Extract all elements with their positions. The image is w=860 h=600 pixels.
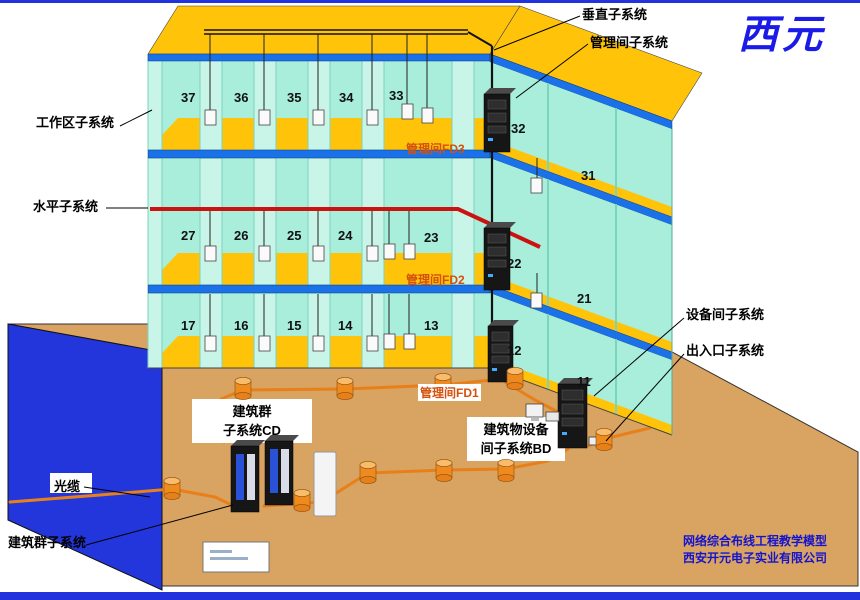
footer-line1: 网络综合布线工程教学模型 [683,534,828,548]
bd-workstation [525,403,560,422]
room-number: 16 [234,318,249,333]
label-management-subsystem: 管理间子系统 [590,35,669,50]
room-number: 12 [507,343,522,358]
room-number: 23 [424,230,439,245]
bd-label-line2: 间子系统BD [480,441,552,456]
bd-subsystem-label: 建筑物设备 间子系统BD [467,420,565,458]
horizontal-subsystem-cable [150,207,541,249]
rack-bd [557,378,593,449]
wall-outlet-devices [204,103,543,352]
bd-label-line1: 建筑物设备 [483,422,549,437]
room-number: 34 [339,90,354,105]
room-number: 26 [234,228,249,243]
label-fd1: 管理间FD1 [418,384,481,401]
brand-logo: 西元 [738,13,826,57]
footer-line2: 西安开元电子实业有限公司 [683,551,828,565]
rack-cd-1 [230,440,265,513]
room-number: 31 [581,168,596,183]
nameplate-box [202,541,270,573]
rack-fd3 [483,88,516,153]
room-number: 27 [181,228,196,243]
room-number: 24 [338,228,353,243]
room-number: 25 [287,228,302,243]
rack-fd2 [483,222,516,291]
cable-reels [163,367,613,512]
label-fd2: 管理间FD2 [406,273,465,287]
cd-label-line2: 子系统CD [223,423,281,438]
footer-company-text: 网络综合布线工程教学模型 西安开元电子实业有限公司 [683,533,827,567]
bd-label-box [467,417,565,461]
room-number: 17 [181,318,196,333]
cd-subsystem-label: 建筑群 子系统CD [192,402,312,440]
room-number: 33 [389,88,404,103]
building [147,5,703,436]
cd-label-line1: 建筑群 [232,404,272,419]
optical-label-box [50,473,92,493]
room-number: 22 [507,256,522,271]
label-vertical-subsystem: 垂直子系统 [582,7,648,22]
room-number: 32 [511,121,526,136]
label-work-area-subsystem: 工作区子系统 [36,115,115,130]
room-number: 15 [287,318,302,333]
rack-cd-2 [264,435,299,506]
room-number: 21 [577,291,592,306]
label-equipment-room-subsystem: 设备间子系统 [686,307,765,322]
label-fd3: 管理间FD3 [406,142,465,156]
room-number: 11 [577,374,591,389]
room-number: 13 [424,318,439,333]
leader-lines [83,15,685,546]
top-border [0,0,860,3]
label-entrance-subsystem: 出入口子系统 [686,343,765,358]
platform-left-face [7,323,163,591]
room-number: 35 [287,90,302,105]
bottom-border [0,592,860,600]
door-panel [313,451,337,517]
room-number: 36 [234,90,249,105]
label-horizontal-subsystem: 水平子系统 [33,199,99,214]
partition-walls [147,54,475,369]
room-number: 37 [181,90,196,105]
label-optical-cable: 光缆 [54,479,81,494]
label-campus-subsystem: 建筑群子系统 [8,535,87,550]
room-number: 14 [338,318,353,333]
